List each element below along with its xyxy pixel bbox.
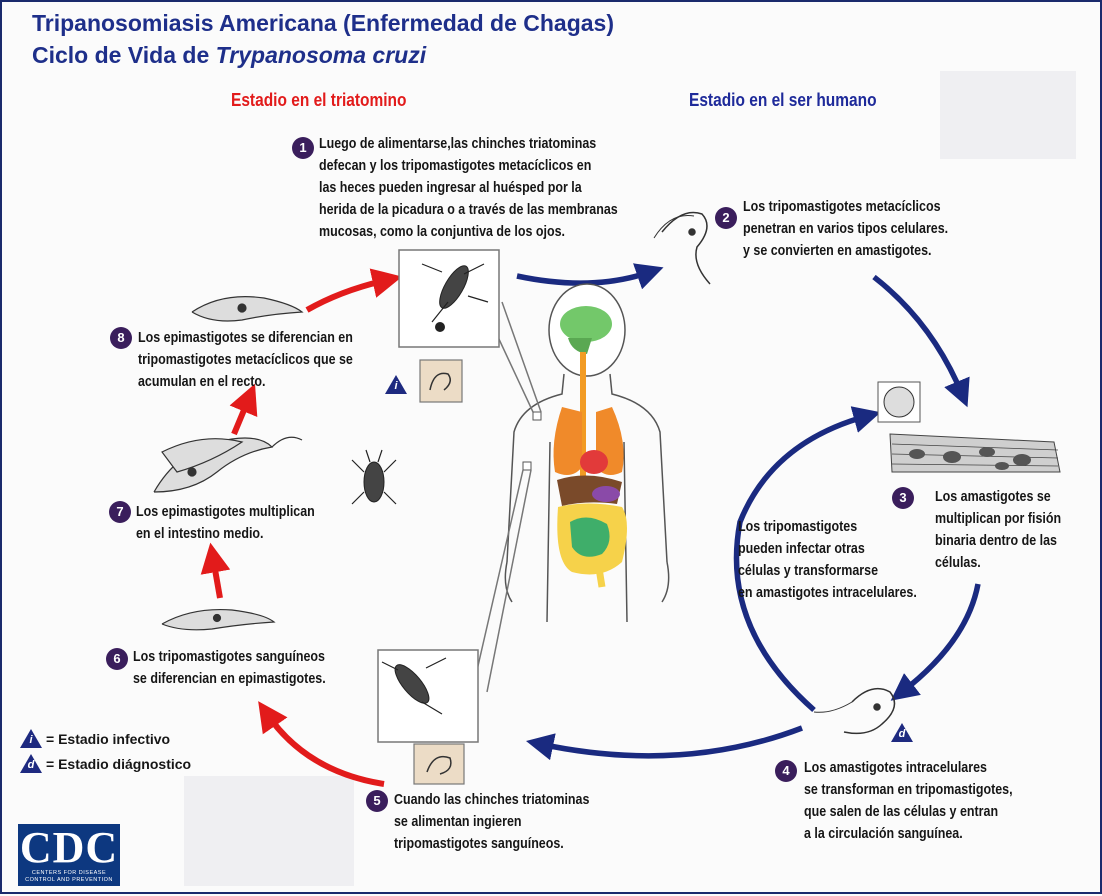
arrow-6-to-7	[200, 542, 231, 599]
diagnostic-stage-marker: d	[891, 723, 913, 742]
subtitle-prefix: Ciclo de Vida de	[32, 42, 216, 68]
step-7-badge: 7	[109, 501, 131, 523]
muscle-tissue-icon	[889, 433, 1061, 473]
amastigote-cell-icon	[883, 386, 915, 418]
bite-site-marker-lower	[522, 461, 532, 471]
arrow-1-to-2	[516, 263, 664, 290]
trypomastigote-exiting-icon	[813, 687, 896, 735]
callout-line-lower-2	[486, 469, 532, 693]
step-5-badge: 5	[366, 790, 388, 812]
epimastigote-icon-8	[191, 296, 304, 322]
vector-stage-heading: Estadio en el triatomino	[231, 90, 407, 110]
step-8-badge: 8	[110, 327, 132, 349]
step-2-badge: 2	[715, 207, 737, 229]
metacyclic-inset-parasite	[429, 372, 451, 391]
callout-line-upper-2	[501, 301, 542, 413]
step-4-badge: 4	[775, 760, 797, 782]
legend-diagnostic: = Estadio diágnostico	[46, 756, 192, 772]
legend-infective-icon: i	[20, 729, 42, 748]
subtitle-species: Trypanosoma cruzi	[215, 42, 427, 68]
blank-panel-top-right	[940, 71, 1076, 159]
arrow-3-to-4	[890, 583, 981, 701]
arrow-5-to-6	[258, 701, 385, 787]
callout-line-lower-1	[471, 469, 524, 693]
step-1-badge: 1	[292, 137, 314, 159]
page-title: Tripanosomiasis Americana (Enfermedad de…	[32, 10, 614, 36]
bug-feeding-frame-1	[398, 249, 500, 348]
arrow-2-to-3	[872, 274, 970, 408]
step-3-badge: 3	[892, 487, 914, 509]
arrow-reinfection	[733, 406, 881, 713]
human-organs	[553, 306, 627, 588]
step-1-text: Luego de alimentarse,las chinches triato…	[319, 136, 618, 240]
arrow-8-to-1	[305, 268, 403, 313]
blood-trypo-inset-frame	[413, 743, 465, 785]
step-6-badge: 6	[106, 648, 128, 670]
bug-adult-icon	[351, 449, 397, 505]
epimastigote-icon-7	[153, 436, 303, 493]
metacyclic-inset-frame	[419, 359, 463, 403]
trypomastigote-icon	[653, 211, 711, 285]
blank-panel-bottom-left	[184, 776, 354, 886]
triatomine-bug-icon	[421, 263, 489, 323]
arrow-4-to-5	[526, 725, 803, 761]
bite-site-marker-upper	[532, 411, 542, 421]
arrow-7-to-8	[229, 383, 258, 436]
page-subtitle: Ciclo de Vida de Trypanosoma cruzi	[32, 42, 426, 69]
blood-trypo-inset-parasite	[426, 755, 452, 775]
infective-stage-marker: i	[385, 375, 407, 394]
epimastigote-icon-6	[161, 608, 276, 631]
legend-infective: = Estadio infectivo	[46, 731, 171, 747]
bug-feeding-frame-5	[377, 649, 479, 743]
human-stage-heading: Estadio en el ser humano	[689, 90, 877, 110]
legend-diagnostic-icon: d	[20, 754, 42, 773]
